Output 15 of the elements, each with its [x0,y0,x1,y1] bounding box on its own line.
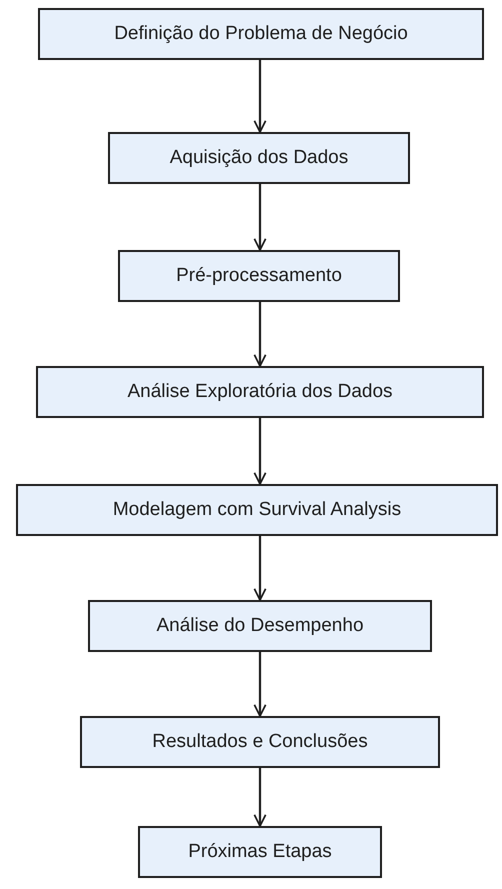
arrow [254,652,266,717]
arrow [254,302,266,367]
arrow [254,60,266,133]
arrow [254,536,266,601]
process-box: Pré-processamento [118,250,400,302]
process-box: Análise Exploratória dos Dados [36,366,484,418]
arrow [254,184,266,251]
process-box: Modelagem com Survival Analysis [16,484,498,536]
arrow [254,768,266,827]
process-box: Resultados e Conclusões [80,716,440,768]
process-box: Aquisição dos Dados [108,132,410,184]
process-box: Definição do Problema de Negócio [38,8,484,60]
arrow [254,418,266,485]
process-box: Próximas Etapas [138,826,382,878]
process-box: Análise do Desempenho [88,600,432,652]
